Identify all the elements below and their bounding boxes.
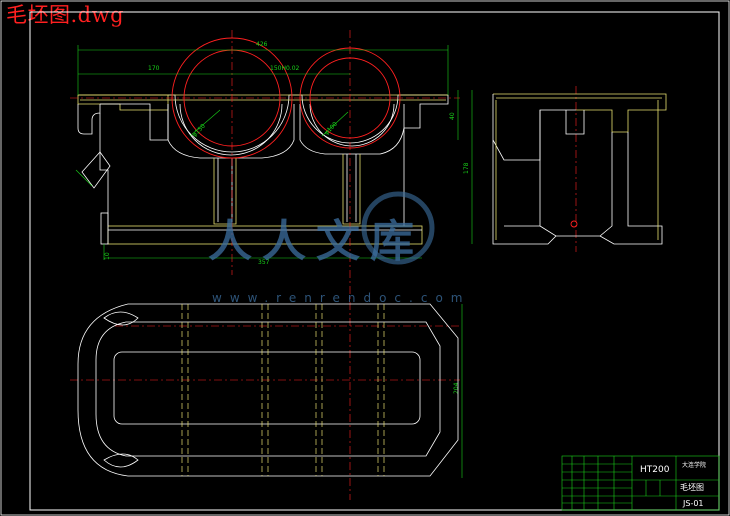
watermark: 人人文库 www.renrendoc.com [208, 191, 470, 305]
title-block [561, 455, 720, 511]
bore-circles [171, 37, 578, 228]
dim-plan-width: 204 [453, 382, 460, 394]
dim-base-length: 357 [258, 259, 270, 266]
dim-right-height: 40 [449, 112, 456, 120]
dim-overall-length: 426 [256, 41, 268, 48]
dim-center-distance: 150H0.02 [270, 65, 300, 72]
watermark-text: 人人文库 [208, 216, 424, 267]
dim-right-bore: φ100 [323, 121, 339, 137]
front-view [77, 94, 449, 245]
dim-base-thickness: 10 [104, 252, 111, 260]
dimension-lines [75, 45, 473, 478]
title-block-drawing-name: 毛坯图 [680, 482, 704, 492]
plan-view [77, 303, 459, 477]
dim-left-offset: 170 [148, 65, 160, 72]
title-block-material: HT200 [640, 465, 670, 475]
dim-left-bore: φ150 [191, 123, 207, 139]
drawing-border [29, 11, 720, 511]
plan-ribs [181, 304, 385, 476]
title-block-drawing-number: JS-01 [682, 499, 704, 508]
file-title: 毛坯图.dwg [6, 3, 125, 27]
watermark-url: www.renrendoc.com [212, 291, 470, 305]
title-block-school: 大连学院 [682, 461, 706, 469]
side-view [492, 93, 667, 245]
center-lines [70, 30, 577, 500]
dim-total-height: 178 [463, 162, 470, 174]
